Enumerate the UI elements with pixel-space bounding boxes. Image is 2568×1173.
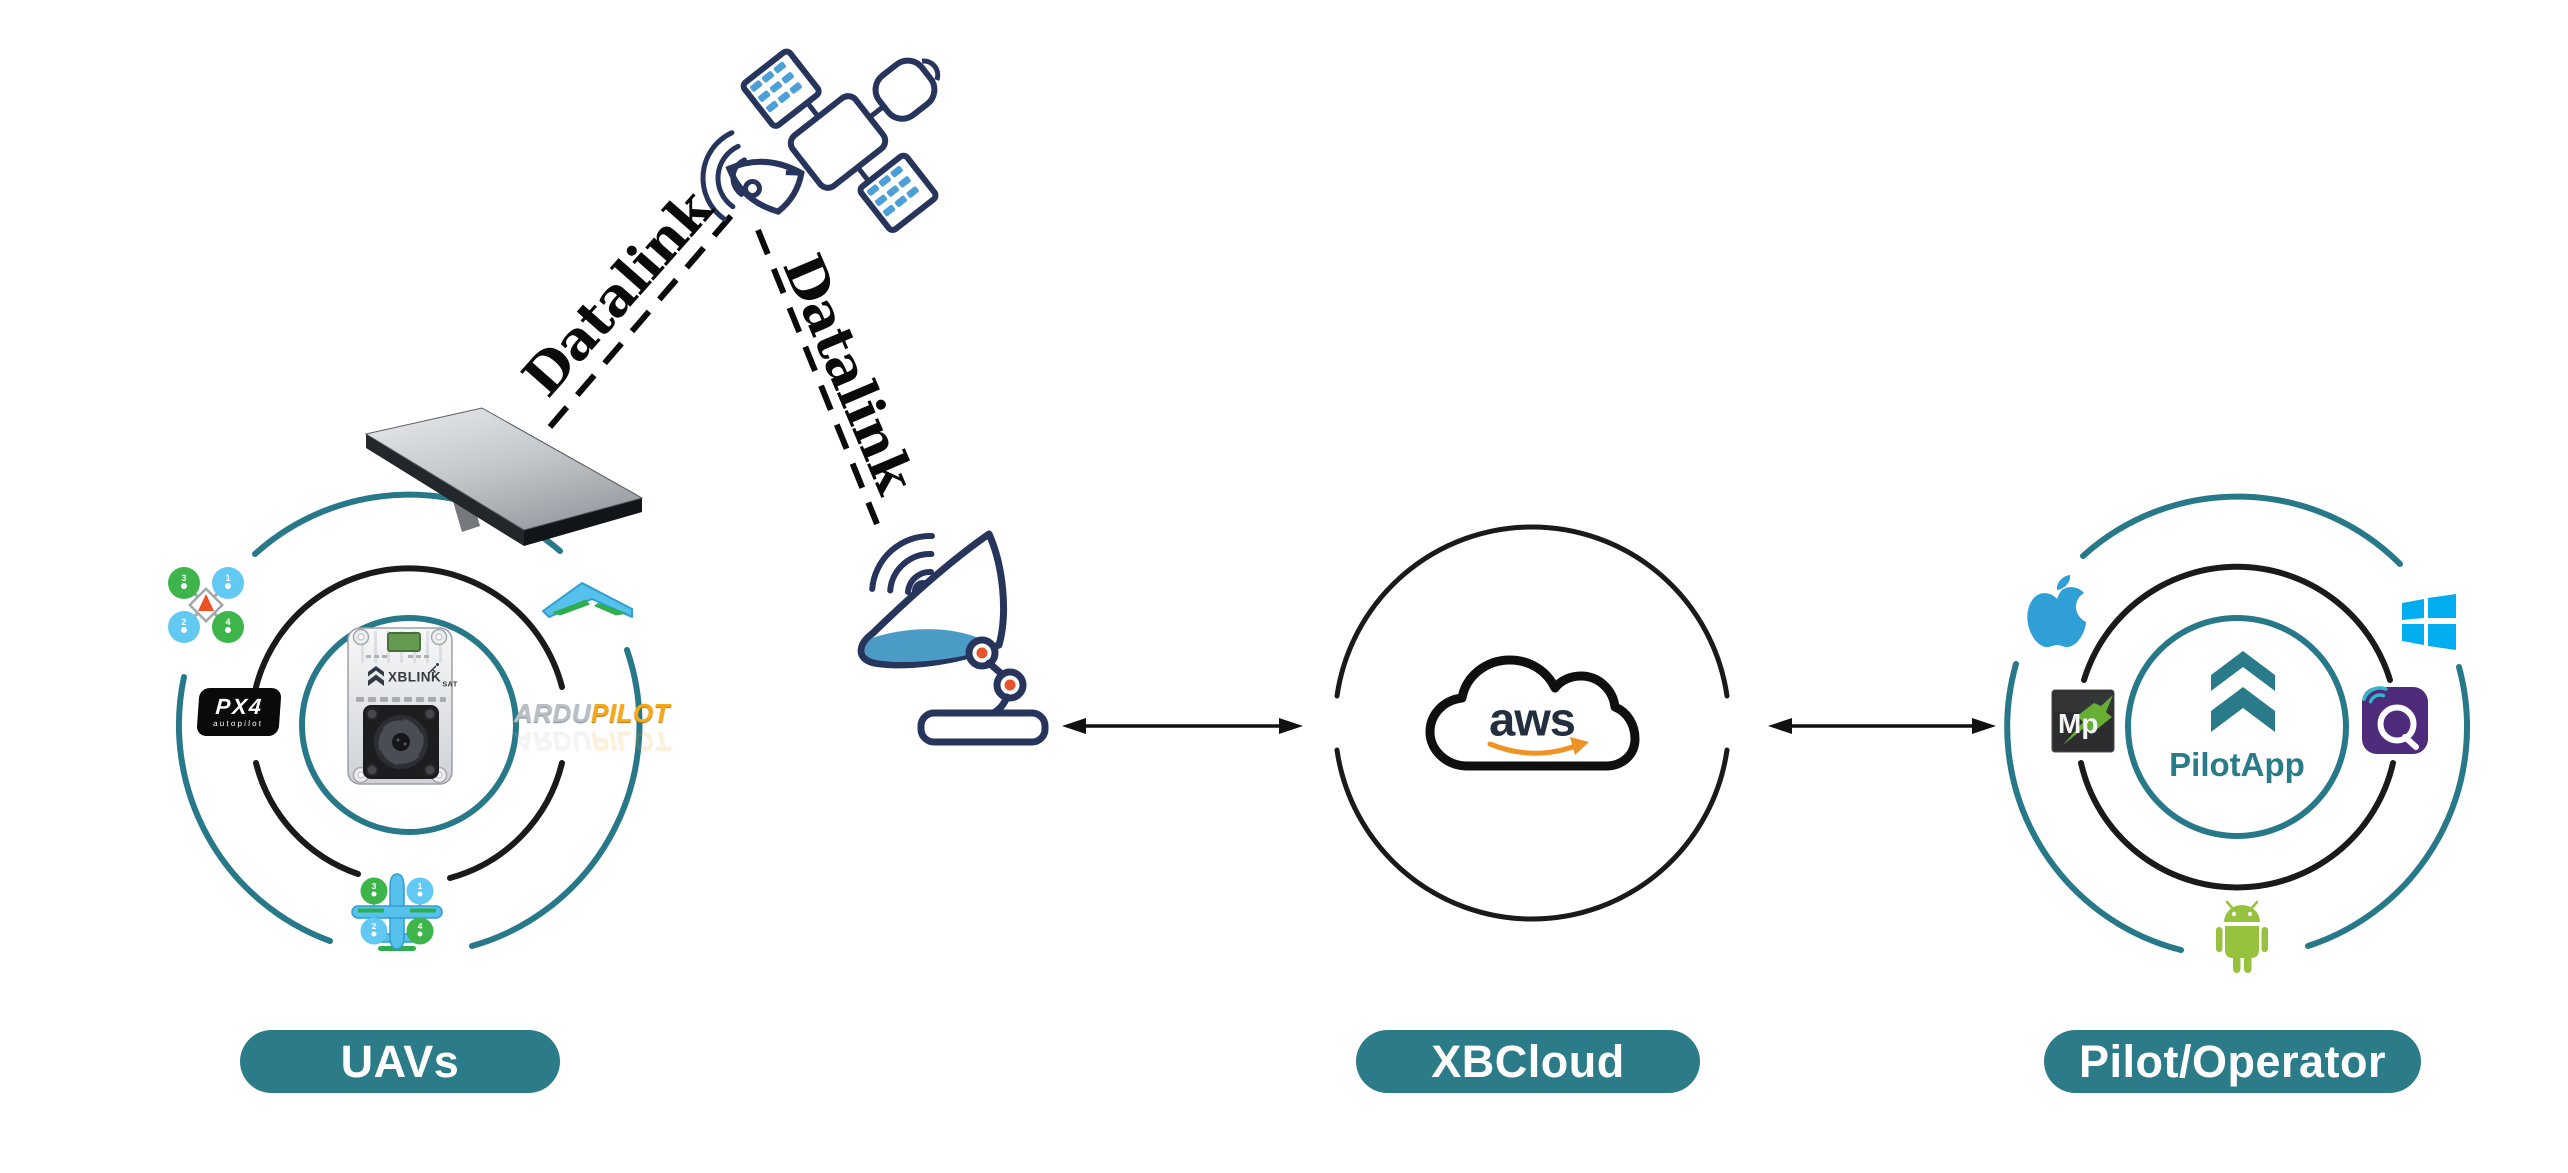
arrow-cloud-pilot bbox=[1768, 718, 1996, 734]
pilotapp-label: PilotApp bbox=[2169, 746, 2305, 783]
quadcopter-icon: 3 1 2 4 bbox=[168, 567, 244, 643]
xblink-brand-text: XBLINK bbox=[388, 669, 442, 685]
mini-satellite-glyph-icon bbox=[428, 663, 439, 674]
aws-logo-text: aws bbox=[1489, 692, 1576, 746]
satellite-signal-waves-icon bbox=[700, 130, 747, 222]
datalink-line-left bbox=[546, 214, 734, 430]
flat-panel-antenna-icon bbox=[364, 407, 644, 546]
xblink-device bbox=[347, 627, 453, 785]
satellite-icon bbox=[700, 48, 941, 233]
pterodactyl-icon bbox=[2063, 695, 2113, 745]
apple-icon bbox=[2027, 575, 2086, 648]
xbcloud-ring bbox=[1334, 524, 1730, 922]
mission-planner-icon bbox=[2051, 689, 2115, 753]
flying-wing-icon bbox=[542, 582, 633, 618]
px4-logo-subtitle: autopilot bbox=[212, 719, 264, 728]
rotor-number: 2 bbox=[372, 921, 377, 931]
xblink-variant-text: SAT bbox=[442, 679, 458, 689]
ardupilot-logo-left: ARDU bbox=[514, 698, 592, 728]
rotor-number: 4 bbox=[225, 617, 230, 627]
windows-icon bbox=[2402, 594, 2456, 650]
device-fan bbox=[363, 705, 439, 779]
pilot-rings bbox=[2004, 493, 2471, 953]
pilot-operator-label-pill: Pilot/Operator bbox=[2044, 1030, 2421, 1093]
ardupilot-logo-reflection: ARDUPILOT bbox=[514, 727, 671, 757]
aws-cloud-icon bbox=[1425, 655, 1640, 771]
px4-logo: PX4 autopilot bbox=[196, 688, 282, 736]
rotor-number: 4 bbox=[418, 921, 423, 931]
vtol-plane-icon: 3 1 2 4 bbox=[351, 873, 443, 951]
xblink-device-label: XBLINKSAT bbox=[388, 669, 457, 689]
px4-logo-title: PX4 bbox=[214, 694, 265, 719]
qgroundcontrol-icon bbox=[2362, 686, 2428, 754]
uavs-label-pill: UAVs bbox=[240, 1030, 560, 1093]
pilotapp-chevron-icon bbox=[2211, 651, 2275, 732]
device-led-screen bbox=[387, 632, 421, 652]
ground-station-icon bbox=[857, 530, 1049, 746]
rotor-number: 2 bbox=[181, 617, 186, 627]
xblink-chevron-icon bbox=[368, 666, 384, 686]
aws-smile-icon bbox=[1487, 741, 1581, 756]
datalink-line-right bbox=[755, 228, 880, 526]
rotor-number: 1 bbox=[418, 881, 423, 891]
arrow-groundstation-cloud bbox=[1062, 718, 1303, 734]
android-icon bbox=[2216, 900, 2268, 973]
ardupilot-logo-right: PILOT bbox=[591, 698, 671, 728]
ardupilot-logo: ARDUPILOT bbox=[514, 698, 670, 729]
rotor-number: 1 bbox=[225, 573, 230, 583]
xbcloud-label-pill: XBCloud bbox=[1356, 1030, 1700, 1093]
mission-planner-text: Mp bbox=[2058, 708, 2099, 739]
rotor-number: 3 bbox=[372, 881, 377, 891]
rotor-number: 3 bbox=[181, 573, 186, 583]
